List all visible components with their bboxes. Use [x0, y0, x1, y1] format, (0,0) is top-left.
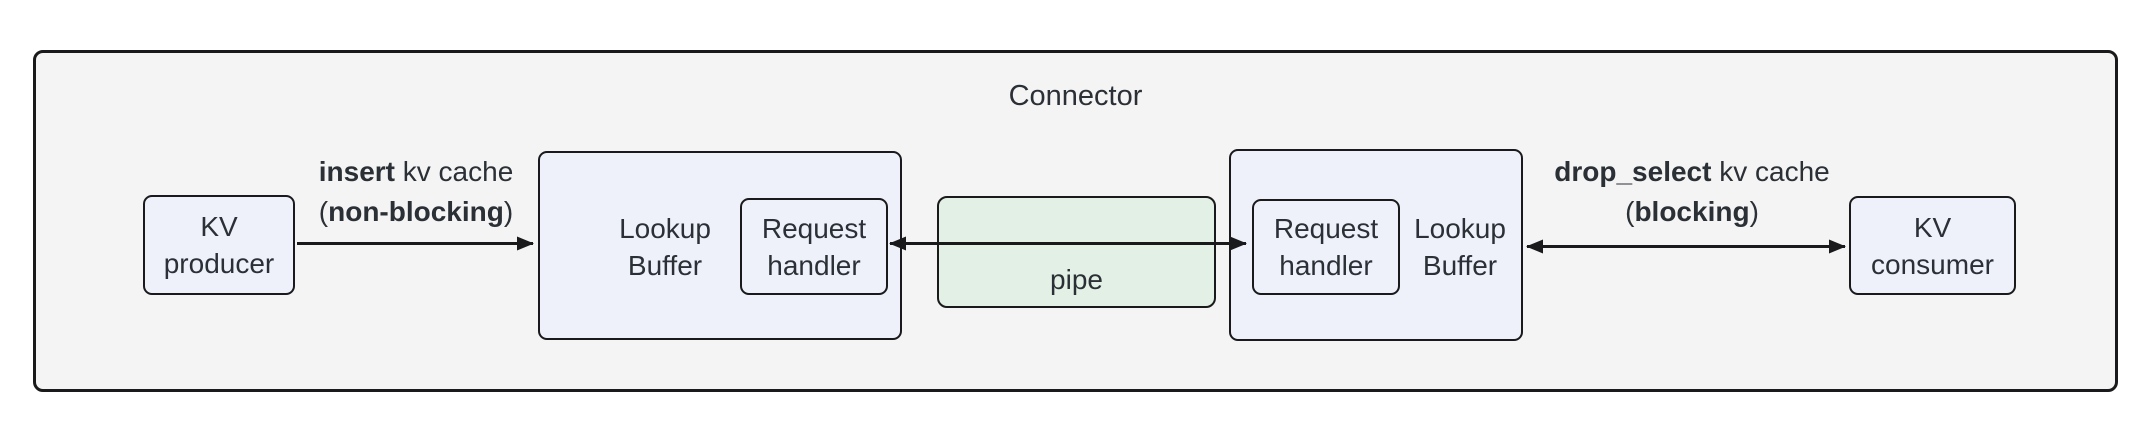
lookup-buffer-right-node: Request handler Lookup Buffer	[1229, 149, 1523, 341]
kv-producer-node: KV producer	[143, 195, 295, 295]
drop-select-paren-open: (	[1625, 196, 1635, 227]
pipe-label: pipe	[1050, 264, 1103, 295]
pipe-node: pipe	[937, 196, 1216, 308]
lookup-buffer-right-label-area: Lookup Buffer	[1380, 199, 1540, 295]
kv-consumer-node: KV consumer	[1849, 196, 2016, 295]
insert-edge-label-line1: insert kv cache	[266, 152, 566, 192]
insert-rest: kv cache	[394, 156, 514, 187]
drop-select-rest: kv cache	[1711, 156, 1830, 187]
request-handler-right-label: Request handler	[1273, 213, 1379, 281]
drop-select-mode: blocking	[1634, 196, 1750, 227]
request-handler-left-node: Request handler	[740, 198, 888, 295]
insert-mode: non-blocking	[328, 196, 504, 227]
request-handler-right-node: Request handler	[1252, 199, 1400, 295]
insert-verb: insert	[318, 156, 395, 187]
insert-paren-open: (	[318, 196, 329, 227]
drop-select-edge-label-line2: (blocking)	[1522, 192, 1862, 232]
drop-select-verb: drop_select	[1554, 156, 1712, 187]
lookup-buffer-left-label: Lookup Buffer	[619, 212, 711, 281]
drop-select-edge-label-line1: drop_select kv cache	[1522, 152, 1862, 192]
request-handler-left-label: Request handler	[761, 212, 867, 281]
lookup-buffer-right-label: Lookup Buffer	[1414, 213, 1506, 281]
insert-edge-label: insert kv cache (non-blocking)	[266, 152, 566, 232]
drop-select-paren-close: )	[1749, 196, 1759, 227]
kv-consumer-label: KV consumer	[1871, 211, 1994, 280]
kv-producer-label: KV producer	[163, 211, 275, 279]
drop-select-edge-label: drop_select kv cache (blocking)	[1522, 152, 1862, 232]
insert-paren-close: )	[503, 196, 514, 227]
connector-title: Connector	[1008, 80, 1143, 112]
lookup-buffer-left-label-area: Lookup Buffer	[570, 198, 760, 295]
lookup-buffer-left-node: Lookup Buffer Request handler	[538, 151, 902, 340]
insert-edge-label-line2: (non-blocking)	[266, 192, 566, 232]
